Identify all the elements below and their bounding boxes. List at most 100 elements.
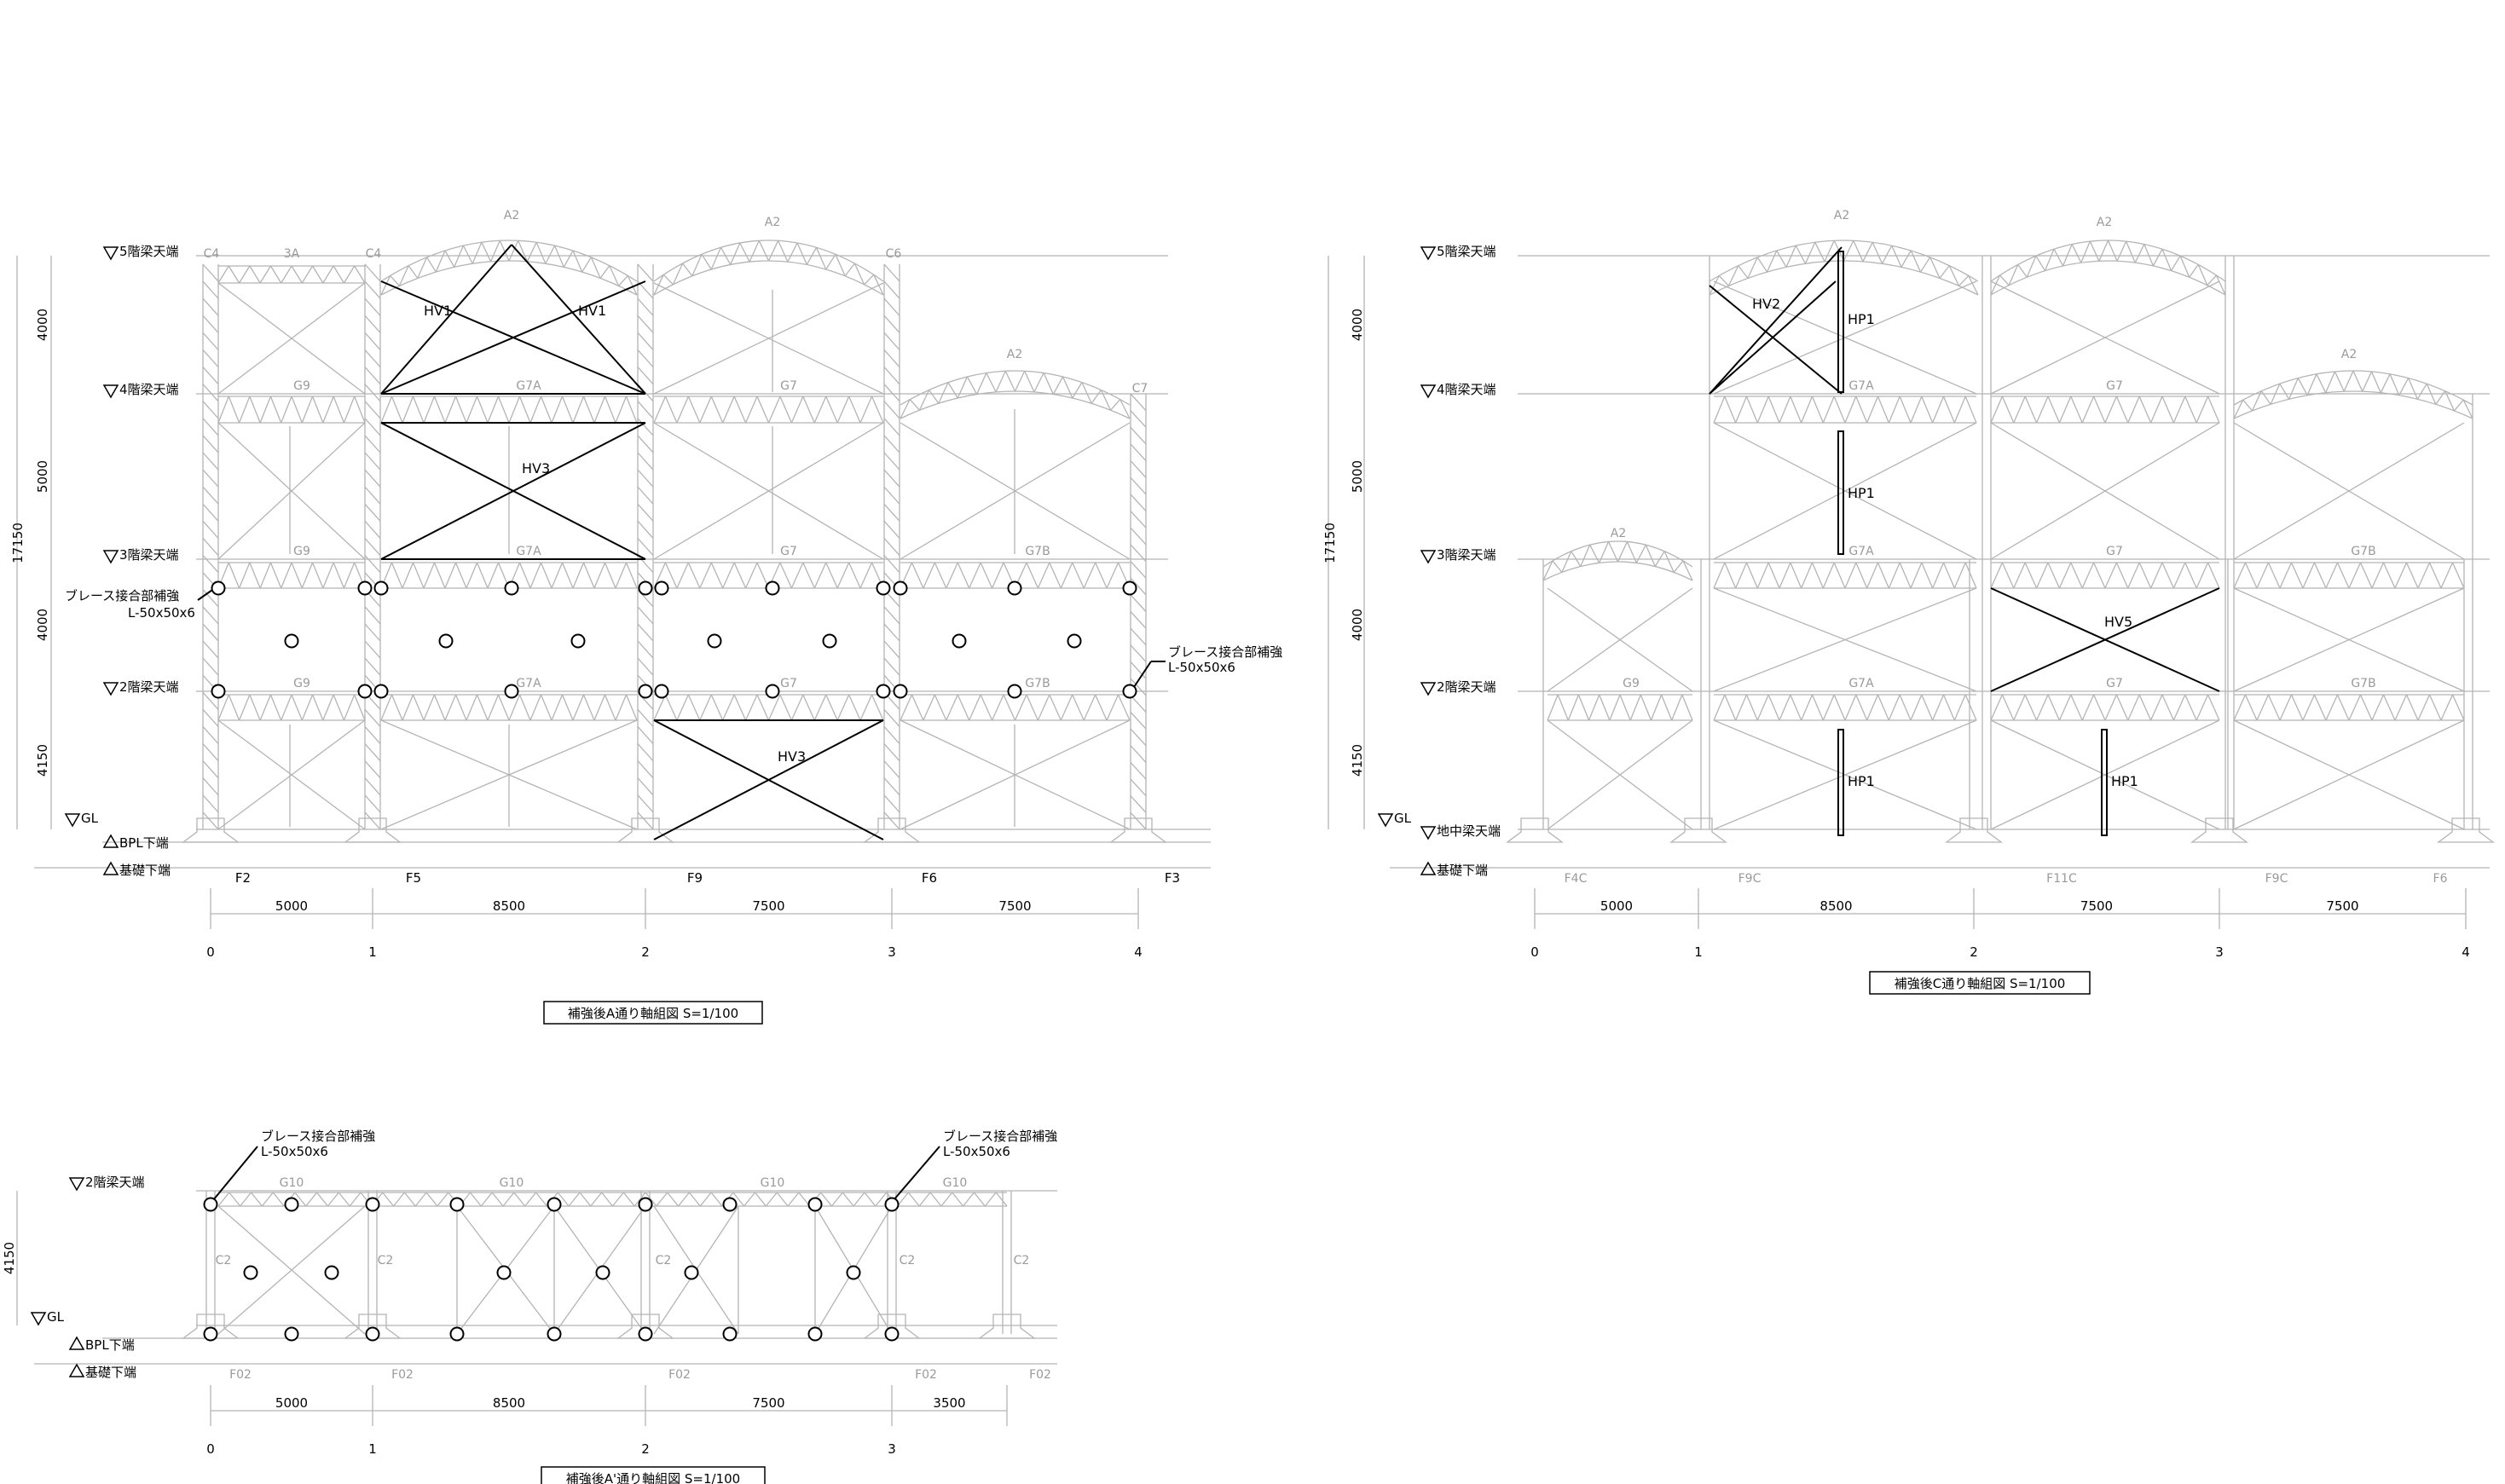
beam-web xyxy=(269,694,282,721)
column-web xyxy=(883,555,900,574)
beam-web xyxy=(1756,694,1769,721)
beam-web xyxy=(1083,562,1096,589)
beam-web xyxy=(755,1192,767,1207)
arch-truss xyxy=(1910,250,1922,273)
column-web xyxy=(202,418,219,436)
beam-web xyxy=(311,396,324,424)
beam-web xyxy=(1756,396,1769,424)
wall-brace xyxy=(217,719,366,830)
arch-truss xyxy=(2398,378,2410,396)
beam-web xyxy=(722,396,735,424)
beam-web xyxy=(582,396,595,424)
beam-label: G7A xyxy=(516,379,541,393)
beam-web xyxy=(2161,562,2174,589)
beam-web xyxy=(312,265,324,284)
beam-label: G10 xyxy=(761,1176,785,1190)
beam-web xyxy=(403,1192,416,1207)
beam-web xyxy=(802,694,815,721)
footing-label: F3 xyxy=(1165,870,1180,886)
callout-text: ブレース接合部補強 xyxy=(943,1129,1057,1144)
level-label: GL xyxy=(81,811,99,826)
beam-web xyxy=(540,694,552,721)
beam-web xyxy=(2428,694,2442,721)
span-dimension: 7500 xyxy=(752,1395,784,1411)
beam-web xyxy=(1899,396,1912,424)
column-web xyxy=(202,760,219,779)
beam-label: G7 xyxy=(2106,545,2123,558)
brace-joint-marker xyxy=(504,580,519,596)
beam-web xyxy=(2244,694,2258,721)
beam-web xyxy=(1713,694,1726,721)
beam-web xyxy=(1822,694,1835,721)
column-web xyxy=(637,777,654,796)
beam-web xyxy=(2279,694,2293,721)
beam-web xyxy=(615,694,628,721)
beam-web xyxy=(825,396,838,424)
column-web xyxy=(202,606,219,625)
footing-label: F6 xyxy=(922,870,937,886)
arch-truss xyxy=(730,242,741,265)
beam-web xyxy=(1866,694,1879,721)
beam-web xyxy=(1060,694,1073,721)
arch-truss xyxy=(2260,390,2271,405)
beam-web xyxy=(2172,562,2186,589)
arch-truss xyxy=(471,241,483,264)
beam-web xyxy=(676,694,689,721)
column-web xyxy=(202,332,219,350)
beam-web xyxy=(1713,396,1726,424)
beam-web xyxy=(2394,694,2408,721)
arch-truss xyxy=(2453,399,2464,412)
column-label: C2 xyxy=(216,1254,232,1267)
total-height-dimension: 17150 xyxy=(1322,523,1338,563)
axis-label: 4 xyxy=(2462,944,2470,960)
beam-label: G7 xyxy=(780,677,797,690)
structure-light-lines xyxy=(16,240,2495,1426)
column-web xyxy=(364,794,381,813)
beam-web xyxy=(836,396,850,424)
beam-label: G7A xyxy=(516,545,541,558)
frame-a-title: 補強後A通り軸組図 S=1/100 xyxy=(568,1006,738,1021)
beam-web xyxy=(579,1192,592,1207)
beam-label: G9 xyxy=(293,545,310,558)
column-web xyxy=(202,794,219,813)
column-web xyxy=(202,401,219,419)
beam-web xyxy=(946,694,958,721)
arch-truss xyxy=(1756,257,1768,273)
arch-truss xyxy=(1552,560,1563,573)
arch-truss xyxy=(2080,240,2091,263)
arch-truss xyxy=(966,376,978,395)
beam-web xyxy=(820,1192,832,1207)
footing-label: F02 xyxy=(915,1368,937,1382)
beam-web xyxy=(664,694,678,721)
arch-truss xyxy=(518,240,529,263)
axis-label: 0 xyxy=(206,1441,215,1457)
frame-titles: 補強後A通り軸組図 S=1/100 補強後C通り軸組図 S=1/100 補強後A… xyxy=(541,971,2091,1484)
column-web xyxy=(883,606,900,625)
beam-web xyxy=(593,396,606,424)
beam-web xyxy=(2207,694,2220,721)
column-web xyxy=(637,469,654,488)
beam-web xyxy=(1745,562,1758,589)
arch-truss xyxy=(2134,244,2145,263)
level-label: BPL下端 xyxy=(119,835,169,851)
column-web xyxy=(1130,494,1147,512)
beam-web xyxy=(2244,562,2258,589)
footing-label: F02 xyxy=(1029,1368,1051,1382)
beam-web xyxy=(497,694,510,721)
beam-web xyxy=(1767,562,1780,589)
brace-label: HV3 xyxy=(778,748,806,765)
beam-web xyxy=(2172,396,2186,424)
column-web xyxy=(202,367,219,385)
beam-web xyxy=(301,265,314,284)
arch-truss xyxy=(947,382,958,399)
beam-web xyxy=(2070,562,2083,589)
column-web xyxy=(364,538,381,556)
column-web xyxy=(883,708,900,727)
column-web xyxy=(202,486,219,505)
beam-web xyxy=(281,396,292,424)
arch-truss xyxy=(2316,373,2327,393)
beam-web xyxy=(1049,694,1062,721)
beam-web xyxy=(444,396,457,424)
beam-web xyxy=(957,694,970,721)
arch-truss xyxy=(2089,240,2100,262)
